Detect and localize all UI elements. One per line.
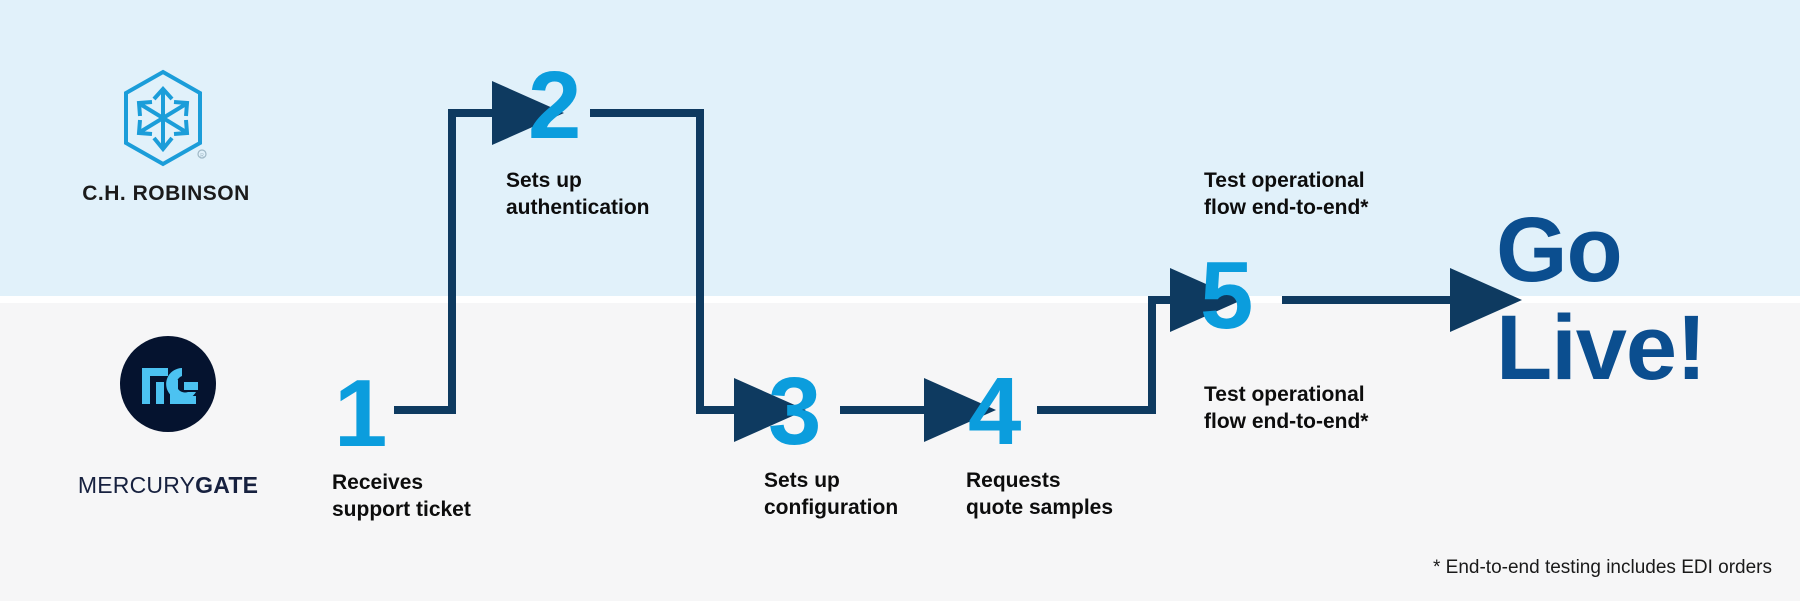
mercurygate-logo-circle bbox=[120, 336, 216, 432]
step-number-4: 4 bbox=[968, 358, 1022, 465]
chrobinson-wordmark: C.H. ROBINSON bbox=[82, 182, 250, 205]
lane-band-chrobinson bbox=[0, 0, 1800, 296]
mercurygate-wordmark-light: MERCURY bbox=[77, 472, 196, 498]
step-caption-5-bottom: Test operational flow end-to-end* bbox=[1204, 382, 1368, 436]
go-live-line1: Go bbox=[1496, 199, 1623, 301]
step-caption-2: Sets up authentication bbox=[506, 168, 650, 222]
step-number-3: 3 bbox=[768, 358, 822, 465]
footnote-text: * End-to-end testing includes EDI orders bbox=[1432, 557, 1772, 578]
step-caption-2-line1: Sets up bbox=[506, 169, 582, 192]
step-caption-3-line1: Sets up bbox=[764, 469, 840, 492]
svg-text:R: R bbox=[200, 153, 204, 159]
step-caption-1-line1: Receives bbox=[332, 471, 424, 494]
step-caption-5-top-line2: flow end-to-end* bbox=[1204, 195, 1369, 219]
step-caption-5-top-line1: Test operational bbox=[1204, 169, 1365, 192]
step-caption-3-line2: configuration bbox=[764, 495, 899, 519]
mercurygate-monogram-icon bbox=[142, 368, 198, 404]
step-caption-4-line1: Requests bbox=[966, 469, 1061, 492]
step-caption-5-top: Test operational flow end-to-end* bbox=[1204, 168, 1368, 222]
step-number-5: 5 bbox=[1200, 242, 1254, 349]
step-caption-5-bottom-line2: flow end-to-end* bbox=[1204, 409, 1369, 433]
step-caption-1: Receives support ticket bbox=[332, 470, 471, 524]
go-live-label: Go Live! bbox=[1496, 199, 1707, 399]
mercurygate-wordmark-bold: GATE bbox=[195, 472, 259, 498]
lane-band-mercurygate bbox=[0, 303, 1800, 601]
step-caption-3: Sets up configuration bbox=[764, 468, 898, 522]
step-number-1: 1 bbox=[334, 360, 388, 467]
step-caption-5-bottom-line1: Test operational bbox=[1204, 383, 1365, 406]
mercurygate-wordmark: MERCURYGATE bbox=[48, 472, 288, 499]
step-caption-1-line2: support ticket bbox=[332, 497, 471, 521]
go-live-line2: Live! bbox=[1496, 296, 1707, 399]
step-number-2: 2 bbox=[528, 52, 582, 159]
lane-divider bbox=[0, 296, 1800, 303]
step-caption-2-line2: authentication bbox=[506, 195, 650, 219]
step-caption-4-line2: quote samples bbox=[966, 495, 1114, 519]
chrobinson-hexagon-icon: R bbox=[118, 68, 208, 168]
step-caption-4: Requests quote samples bbox=[966, 468, 1113, 522]
